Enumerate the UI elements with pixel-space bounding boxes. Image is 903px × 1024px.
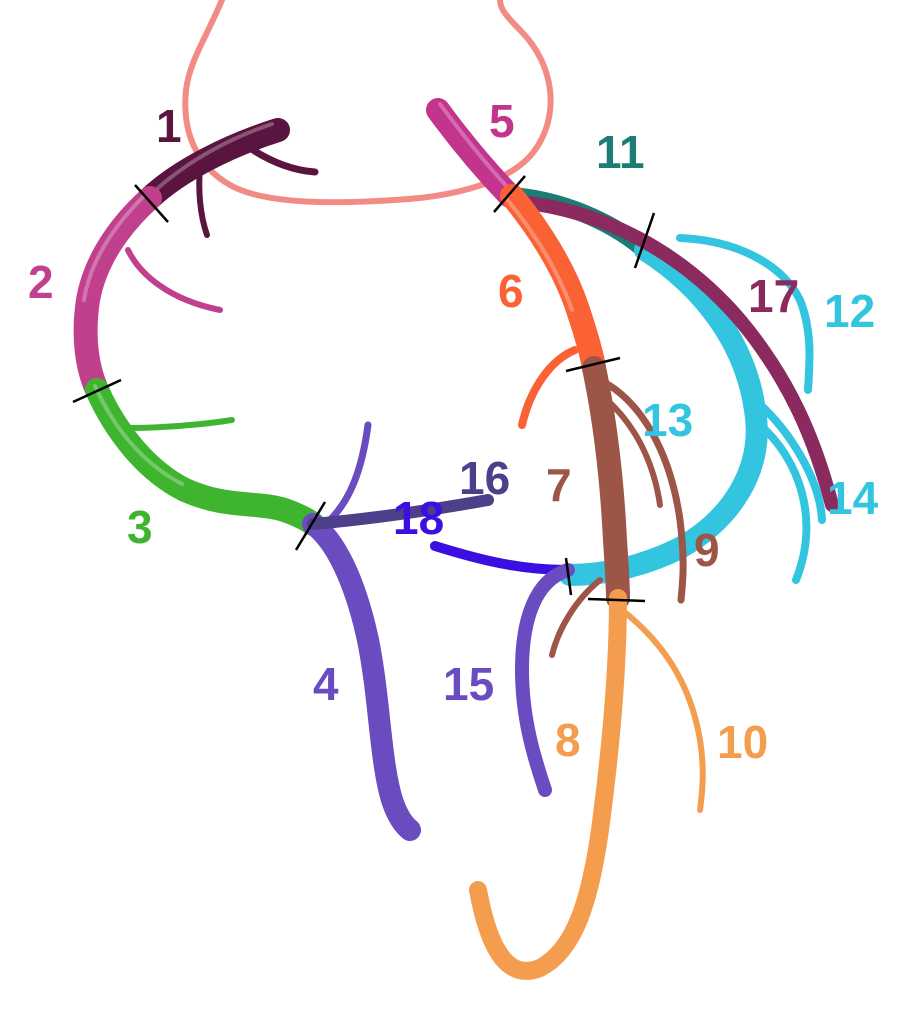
separator-11-13	[633, 212, 656, 269]
separator-7-8	[587, 597, 646, 603]
label-17: 17	[748, 270, 799, 322]
segment-14-vessel	[751, 396, 826, 584]
label-4: 4	[313, 658, 339, 710]
separator-5-6	[493, 175, 526, 213]
segment-labels: 1 2 3 4 5 6 7 8 9 10 11 12 13 14 15 16 1…	[28, 95, 879, 768]
label-12: 12	[824, 285, 875, 337]
separator-6-7	[565, 356, 621, 373]
segment-18-vessel	[430, 541, 573, 575]
label-5: 5	[489, 95, 515, 147]
separator-2-3	[72, 378, 122, 404]
segment-9-vessel	[596, 376, 687, 604]
segment-10-vessel	[619, 607, 706, 813]
label-16: 16	[459, 452, 510, 504]
separator-13-15	[564, 557, 573, 596]
label-8: 8	[555, 714, 581, 766]
segment-17-vessel	[513, 195, 839, 512]
label-6: 6	[498, 265, 524, 317]
label-9: 9	[694, 524, 720, 576]
segment-13-vessel	[559, 239, 768, 586]
segment-3-vessel	[85, 378, 325, 536]
aortic-root-outline	[182, 0, 554, 206]
label-1: 1	[156, 100, 182, 152]
label-2: 2	[28, 256, 54, 308]
segment-7-branch-vessel	[549, 577, 603, 658]
label-3: 3	[127, 501, 153, 553]
segment-1-vessel	[138, 118, 319, 238]
segment-12-vessel	[676, 234, 814, 394]
segment-16-vessel	[307, 494, 494, 530]
segment-15-vessel	[515, 563, 575, 797]
segment-8-vessel	[469, 589, 627, 980]
label-10: 10	[717, 716, 768, 768]
segment-5-vessel	[426, 98, 522, 208]
segment-4-vessel	[302, 421, 421, 841]
label-7: 7	[546, 459, 572, 511]
segment-6-vessel	[500, 184, 606, 429]
label-14: 14	[827, 472, 879, 524]
separator-3-4	[294, 501, 327, 551]
segment-separators	[72, 175, 656, 603]
separator-1-2	[134, 184, 169, 223]
label-13: 13	[642, 394, 693, 446]
segment-2-vessel	[73, 186, 223, 402]
label-15: 15	[443, 658, 494, 710]
label-18: 18	[393, 492, 444, 544]
segment-7-vessel	[582, 356, 630, 610]
label-11: 11	[596, 126, 645, 178]
